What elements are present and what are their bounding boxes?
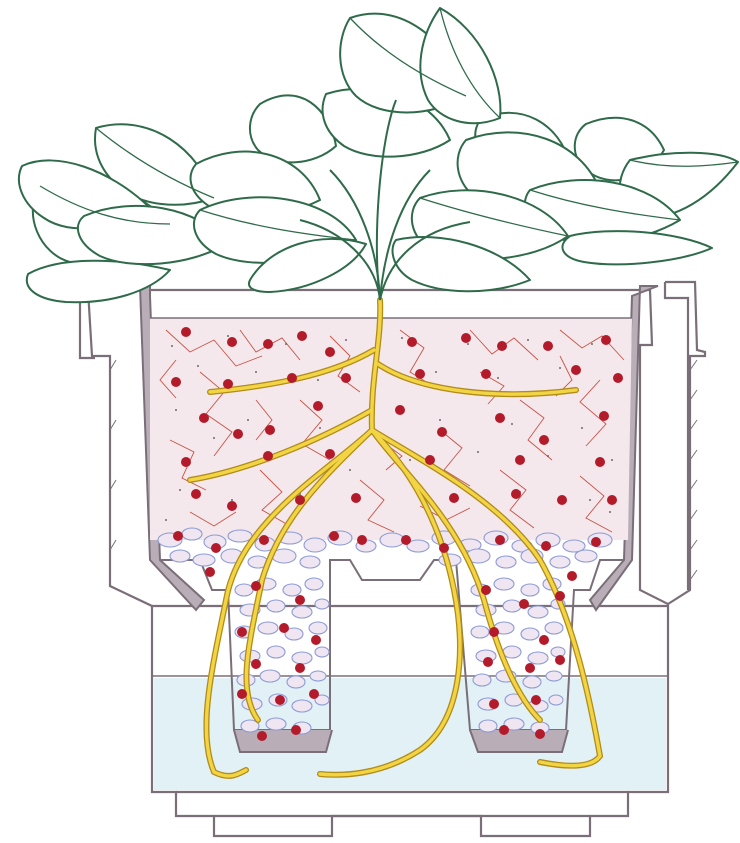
plant-foliage	[19, 8, 738, 302]
leaf-icon	[562, 231, 712, 264]
